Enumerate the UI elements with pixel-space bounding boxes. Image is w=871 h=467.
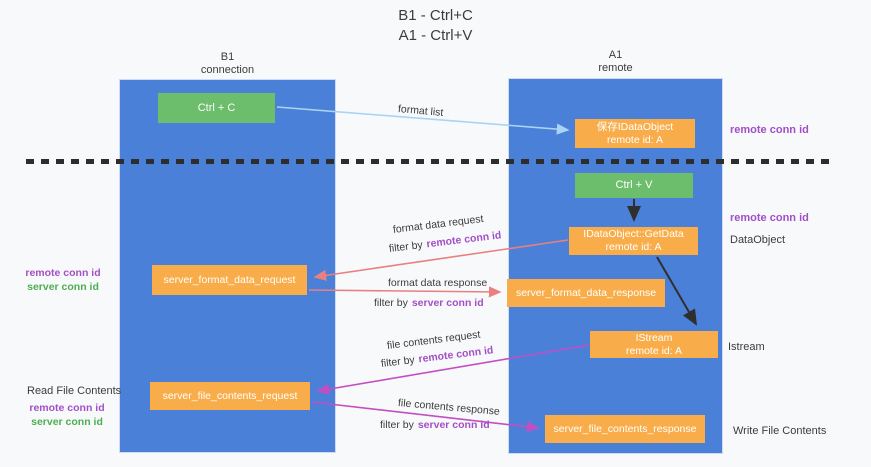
read-file-contents-label: Read File Contents [27, 385, 122, 397]
file-contents-response-label: file contents response [397, 397, 501, 418]
format-data-response-label: format data response [388, 277, 488, 289]
filter-by-text: filter by [380, 353, 416, 370]
save-idataobject-box: 保存IDataObject remote id: A [575, 119, 695, 148]
istream-box: IStream remote id: A [590, 331, 718, 358]
server-file-contents-response-box: server_file_contents_response [545, 415, 705, 443]
server-conn-id-key: server conn id [411, 297, 484, 309]
remote-conn-id-label-left-1: remote conn id [25, 267, 101, 279]
remote-conn-id-label-left-2: remote conn id [29, 402, 105, 414]
ctrl-c-box: Ctrl + C [158, 93, 275, 123]
format-list-label: format list [397, 103, 444, 119]
istream-side-label: Istream [728, 341, 765, 353]
title-line-2: A1 - Ctrl+V [398, 27, 473, 44]
getdata-line2: remote id: A [605, 241, 662, 253]
server-format-data-response-box: server_format_data_response [507, 279, 665, 307]
server-conn-id-key: server conn id [417, 419, 490, 431]
lane-b1-name: B1 [220, 51, 235, 63]
diagram-title: B1 - Ctrl+C A1 - Ctrl+V [0, 6, 871, 46]
server-format-data-request-box: server_format_data_request [152, 265, 307, 295]
write-file-contents-label: Write File Contents [733, 425, 827, 437]
filter-by-text: filter by [380, 419, 414, 431]
filter-by-text: filter by [388, 238, 424, 255]
phase-divider-dashed-line [26, 159, 832, 164]
conn-id-legend-left-2: remote conn id server conn id [24, 401, 110, 429]
ctrl-c-label: Ctrl + C [197, 101, 236, 114]
lane-a1-name: A1 [608, 49, 623, 61]
lane-header-b1: B1 connection [119, 51, 336, 77]
filter-by-text: filter by [374, 297, 408, 309]
remote-conn-id-label-mid-right: remote conn id [730, 212, 809, 224]
arrow-format-data-response [308, 286, 502, 298]
lane-b1-role: connection [200, 64, 255, 76]
conn-id-legend-left-1: remote conn id server conn id [20, 266, 106, 294]
save-idataobject-line1: 保存IDataObject [596, 120, 674, 133]
title-line-1: B1 - Ctrl+C [398, 7, 473, 24]
istream-line2: remote id: A [625, 344, 683, 357]
dataobject-label: DataObject [730, 234, 786, 246]
server-file-contents-response-label: server_file_contents_response [553, 422, 697, 435]
server-format-data-request-label: server_format_data_request [163, 273, 296, 286]
remote-conn-id-label-top-right: remote conn id [730, 124, 809, 136]
server-conn-id-label-left-2: server conn id [31, 416, 103, 428]
server-file-contents-request-label: server_file_contents_request [162, 389, 298, 402]
ctrl-v-box: Ctrl + V [575, 173, 693, 198]
ctrl-v-label: Ctrl + V [615, 179, 653, 191]
lane-a1-role: remote [598, 62, 633, 74]
istream-line1: IStream [635, 331, 673, 344]
remote-conn-id-key: remote conn id [425, 229, 502, 251]
server-file-contents-request-box: server_file_contents_request [150, 382, 310, 410]
server-conn-id-label-left-1: server conn id [27, 281, 99, 293]
lane-header-a1: A1 remote [508, 49, 723, 75]
idataobject-getdata-box: IDataObject::GetData remote id: A [569, 227, 698, 255]
getdata-line1: IDataObject::GetData [583, 228, 684, 240]
save-idataobject-line2: remote id: A [606, 133, 664, 146]
server-format-data-response-label: server_format_data_response [515, 286, 657, 299]
